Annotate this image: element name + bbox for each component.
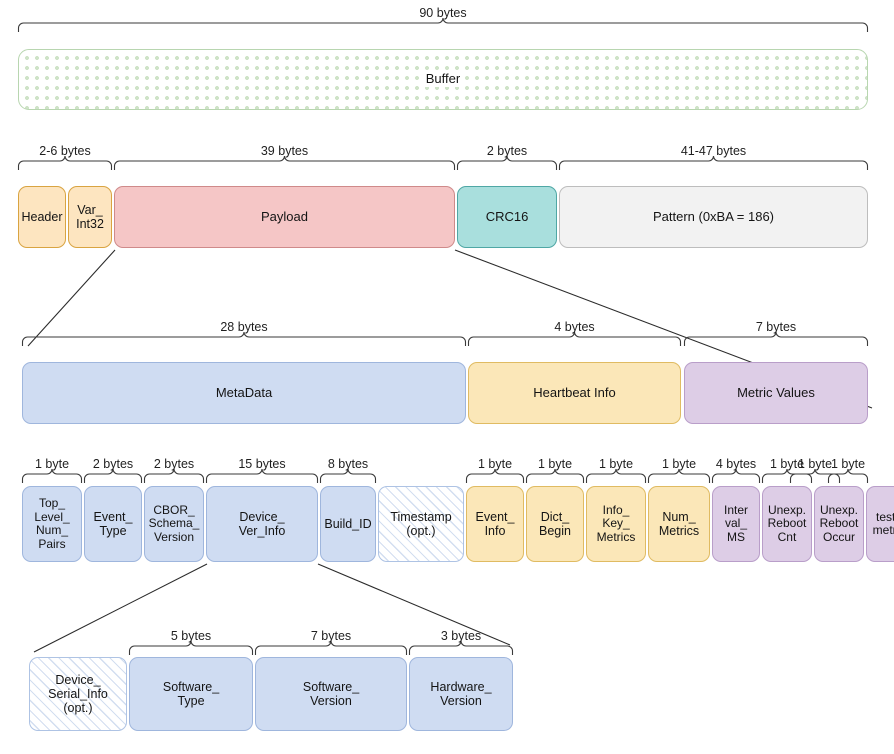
byte-caption: 1 byte bbox=[477, 457, 513, 471]
block-header[interactable]: Header bbox=[18, 186, 66, 248]
byte-caption: 8 bytes bbox=[327, 457, 369, 471]
byte-caption: 4 bytes bbox=[554, 320, 595, 334]
block-metric-values[interactable]: Metric Values bbox=[684, 362, 868, 424]
byte-caption: 41-47 bytes bbox=[680, 144, 747, 158]
byte-caption: 1 byte bbox=[797, 457, 833, 471]
block-cbor-schema-version[interactable]: CBOR_ Schema_ Version bbox=[144, 486, 204, 562]
byte-caption: 2-6 bytes bbox=[39, 144, 91, 158]
byte-caption: 7 bytes bbox=[755, 320, 797, 334]
block-num-metrics[interactable]: Num_ Metrics bbox=[648, 486, 710, 562]
byte-caption: 1 byte bbox=[537, 457, 573, 471]
block-event-type[interactable]: Event_ Type bbox=[84, 486, 142, 562]
block-software-type[interactable]: Software_ Type bbox=[129, 657, 253, 731]
block-var-int32[interactable]: Var_ Int32 bbox=[68, 186, 112, 248]
block-device-serial-info-optional[interactable]: Device_ Serial_Info (opt.) bbox=[29, 657, 127, 731]
block-timestamp-optional[interactable]: Timestamp (opt.) bbox=[378, 486, 464, 562]
byte-caption: 1 byte bbox=[34, 457, 70, 471]
block-hardware-version[interactable]: Hardware_ Version bbox=[409, 657, 513, 731]
block-build-id[interactable]: Build_ID bbox=[320, 486, 376, 562]
byte-caption: 3 bytes bbox=[440, 629, 482, 643]
byte-caption: 2 bytes bbox=[153, 457, 195, 471]
block-top-level-num-pairs[interactable]: Top_ Level_ Num_ Pairs bbox=[22, 486, 82, 562]
byte-caption: 7 bytes bbox=[310, 629, 352, 643]
block-crc16[interactable]: CRC16 bbox=[457, 186, 557, 248]
block-interval-ms[interactable]: Inter val_ MS bbox=[712, 486, 760, 562]
byte-caption: 1 byte bbox=[769, 457, 805, 471]
byte-caption: 1 byte bbox=[661, 457, 697, 471]
byte-caption: 5 bytes bbox=[170, 629, 212, 643]
byte-caption: 90 bytes bbox=[419, 6, 467, 20]
block-device-ver-info[interactable]: Device_ Ver_Info bbox=[206, 486, 318, 562]
block-unexp-reboot-cnt[interactable]: Unexp. Reboot Cnt bbox=[762, 486, 812, 562]
block-software-version[interactable]: Software_ Version bbox=[255, 657, 407, 731]
block-heartbeat-info[interactable]: Heartbeat Info bbox=[468, 362, 681, 424]
block-metadata[interactable]: MetaData bbox=[22, 362, 466, 424]
block-unexp-reboot-occur[interactable]: Unexp. Reboot Occur bbox=[814, 486, 864, 562]
block-payload[interactable]: Payload bbox=[114, 186, 455, 248]
byte-caption: 2 bytes bbox=[92, 457, 134, 471]
byte-caption: 1 byte bbox=[830, 457, 866, 471]
byte-caption: 4 bytes bbox=[715, 457, 757, 471]
block-event-info[interactable]: Event_ Info bbox=[466, 486, 524, 562]
block-label-buffer: Buffer bbox=[420, 72, 466, 87]
byte-caption: 15 bytes bbox=[238, 457, 286, 471]
byte-caption: 2 bytes bbox=[486, 144, 528, 158]
block-test-metric[interactable]: test_ metric bbox=[866, 486, 894, 562]
byte-caption: 39 bytes bbox=[260, 144, 309, 158]
byte-caption: 1 byte bbox=[598, 457, 634, 471]
byte-caption: 28 bytes bbox=[220, 320, 268, 334]
block-buffer[interactable]: Buffer bbox=[18, 49, 868, 110]
block-dict-begin[interactable]: Dict_ Begin bbox=[526, 486, 584, 562]
block-pattern[interactable]: Pattern (0xBA = 186) bbox=[559, 186, 868, 248]
block-info-key-metrics[interactable]: Info_ Key_ Metrics bbox=[586, 486, 646, 562]
